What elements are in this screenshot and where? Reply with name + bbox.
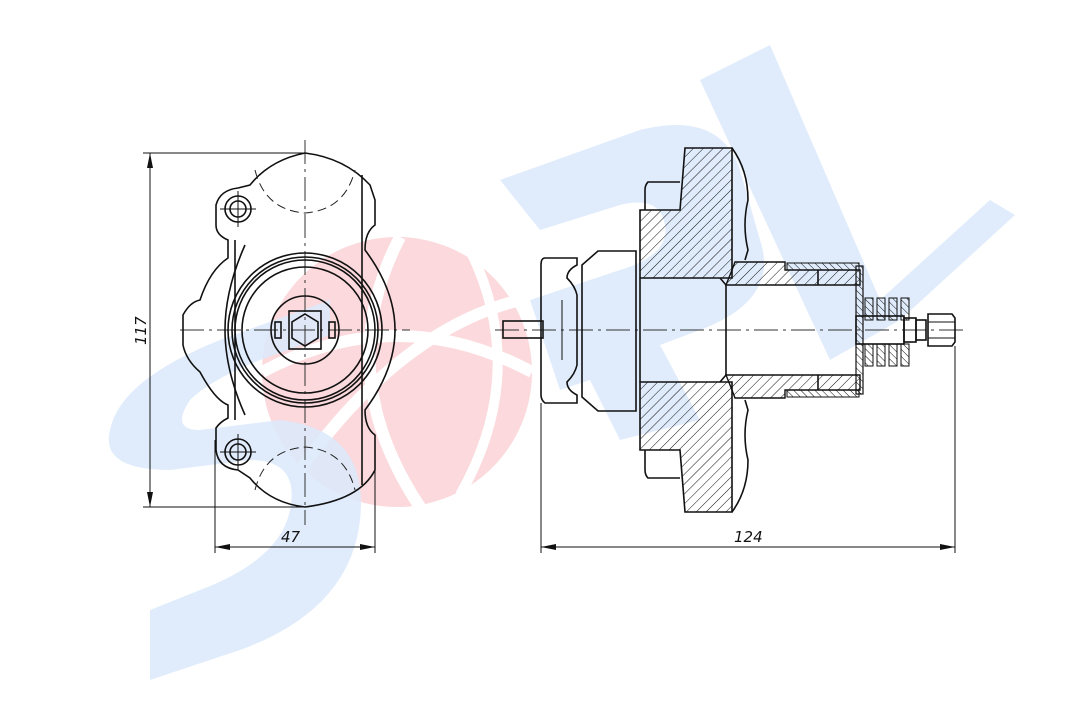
dimension-width: 47 [214,440,376,553]
bolt-hole-bottom [220,434,256,470]
dimension-height: 117 [132,152,305,508]
end-plate [855,265,864,395]
piston-cap [540,257,578,404]
end-view [180,140,410,525]
section-view [495,147,968,513]
housing-outline [182,152,396,508]
watermark-logo [108,45,1015,680]
square-drive [288,310,322,350]
dimension-width-label: 47 [281,528,301,546]
dimension-length-label: 124 [734,528,763,546]
dimension-length: 124 [540,346,956,553]
bolt-hole-top [220,191,256,227]
flange-section-bottom [639,381,733,513]
piston-body [581,250,637,412]
push-rod [502,320,544,339]
spring-washers [864,297,910,367]
dimension-height-label: 117 [132,316,150,345]
bleeder-nut [927,313,956,347]
